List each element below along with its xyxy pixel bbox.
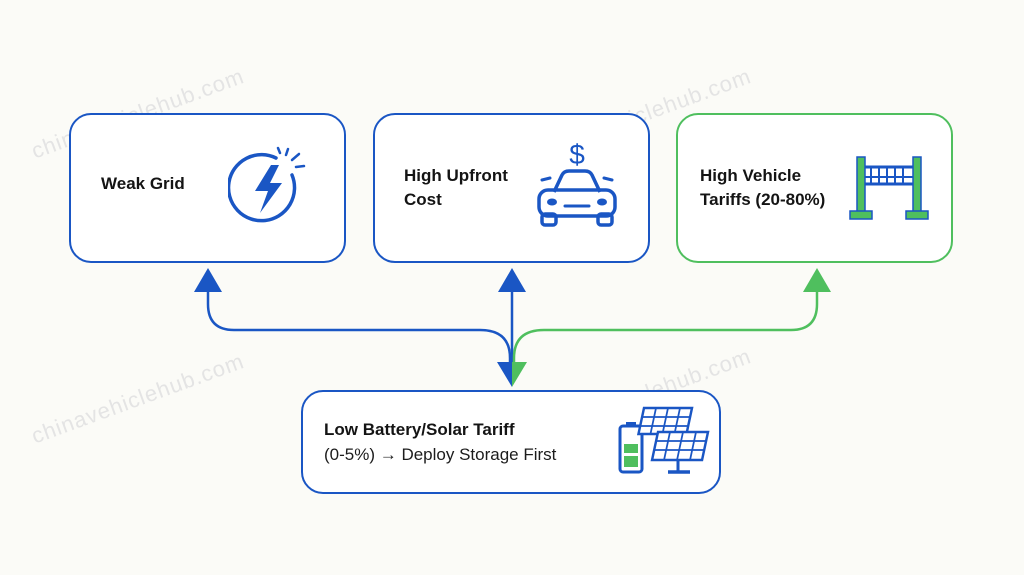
merge-arrowhead-right: [512, 362, 527, 387]
connector-weak-grid: [206, 292, 512, 370]
dollar-sign-icon: $: [569, 139, 585, 170]
connector-vehicle-tariffs: [512, 292, 819, 370]
lightning-bolt-icon: [228, 146, 306, 223]
weak-grid-label: Weak Grid: [101, 174, 185, 193]
upfront-cost-box: [373, 113, 650, 263]
arrowhead-upfront-cost: [498, 268, 526, 292]
vehicle-tariffs-box: [676, 113, 953, 263]
arrowhead-weak-grid: [194, 268, 222, 292]
battery-solar-title: Low Battery/Solar Tariff: [324, 420, 515, 439]
car-icon: $: [537, 139, 617, 227]
upfront-cost-label: High Upfront Cost: [404, 166, 508, 209]
merge-arrowhead-left: [497, 362, 512, 387]
battery-solar-subtitle: (0-5%) → Deploy Storage First: [324, 445, 557, 464]
vehicle-tariffs-label: High Vehicle Tariffs (20-80%): [700, 166, 826, 209]
solar-battery-icon: [618, 406, 710, 474]
tariff-barrier-icon: [849, 156, 929, 220]
weak-grid-box: [69, 113, 346, 263]
arrowhead-vehicle-tariffs: [803, 268, 831, 292]
